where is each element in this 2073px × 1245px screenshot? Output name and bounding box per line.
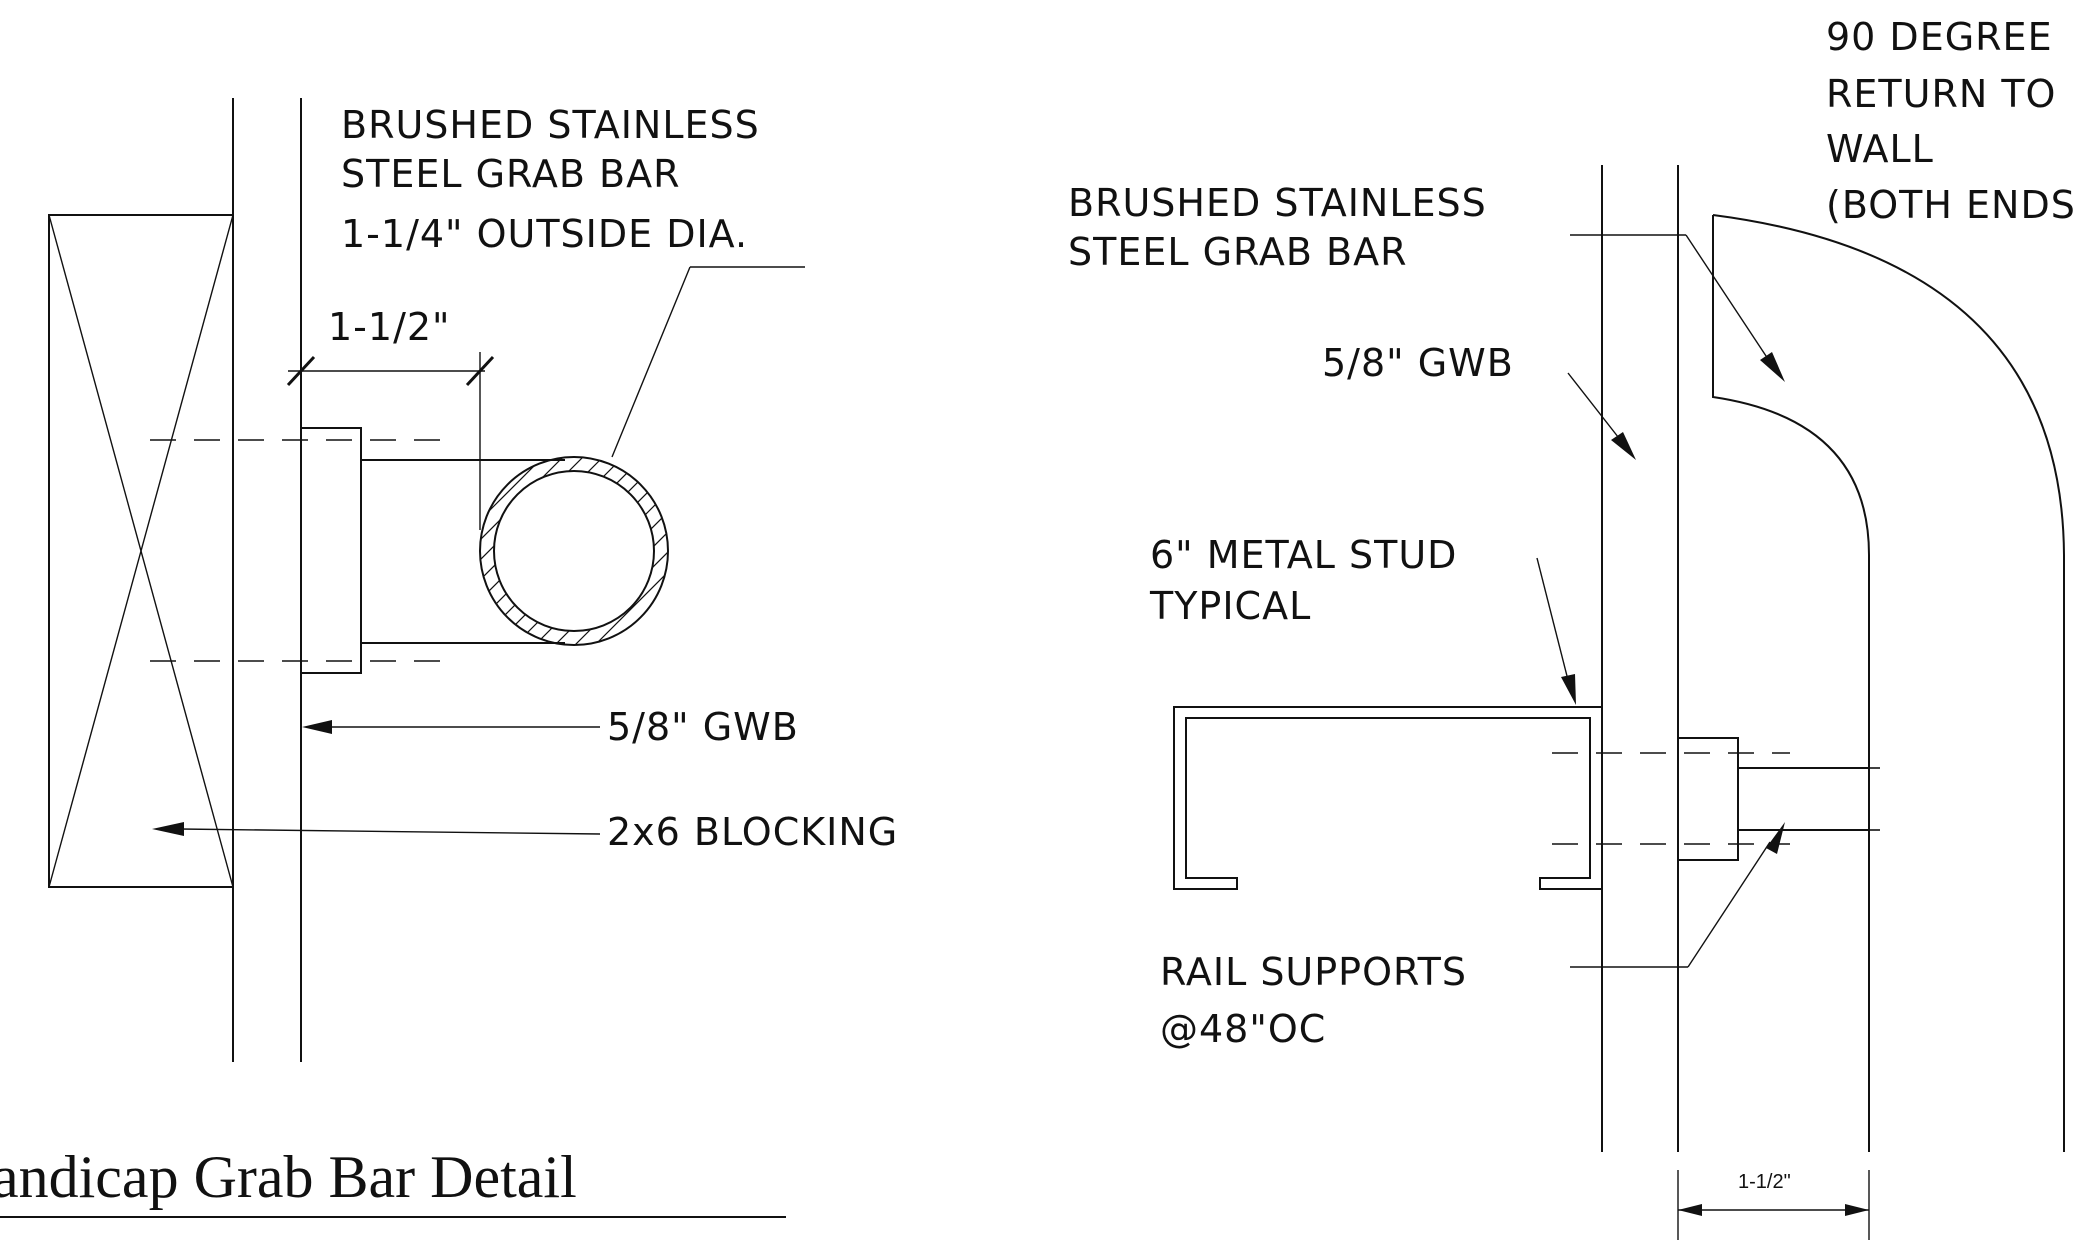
right-gwb-leader — [1567, 372, 1623, 443]
return-note: 90 DEGREE RETURN TO WALL (BOTH ENDS) — [1826, 15, 2073, 227]
right-dimension-label: 1-1/2" — [1738, 1171, 1791, 1193]
right-bar-note-line: BRUSHED STAINLESS — [1068, 181, 1487, 225]
support-arrowhead — [1766, 822, 1785, 854]
left-dimension-label: 1-1/2" — [328, 305, 451, 349]
return-note-line: 90 DEGREE — [1826, 15, 2053, 59]
rail-support-flange — [1677, 737, 1739, 861]
support-leader — [1687, 841, 1771, 968]
left-blocking-note: 2x6 BLOCKING — [607, 810, 898, 854]
bar-leader-line — [611, 266, 691, 458]
stud-note-line: TYPICAL — [1149, 584, 1311, 628]
blocking-leader-line — [179, 828, 601, 835]
right-bar-note-line: STEEL GRAB BAR — [1068, 230, 1408, 274]
bar-return-inner — [1712, 214, 2065, 1152]
right-bar-note: BRUSHED STAINLESS STEEL GRAB BAR — [1068, 181, 1500, 274]
stud-note-line: 6" METAL STUD — [1150, 533, 1457, 577]
support-note: RAIL SUPPORTS @48"OC — [1160, 950, 1480, 1051]
support-note-line: RAIL SUPPORTS — [1160, 950, 1467, 994]
left-section-detail: 1-1/2" BRUSHED STAINLESS STEEL GRAB BAR … — [48, 98, 898, 1062]
left-bar-note-line: STEEL GRAB BAR — [341, 152, 681, 196]
blocking-arrowhead — [152, 822, 184, 836]
dimension-tick — [465, 355, 495, 387]
left-gwb-note: 5/8" GWB — [607, 705, 799, 749]
detail-title: andicap Grab Bar Detail — [0, 1144, 577, 1210]
right-dimension-arrowhead — [1678, 1204, 1702, 1216]
left-bar-note: BRUSHED STAINLESS STEEL GRAB BAR 1-1/4" … — [341, 103, 773, 256]
gwb-arrowhead — [302, 720, 332, 734]
tube-inner — [493, 470, 655, 632]
blocking-x-line — [48, 214, 234, 888]
dimension-tick — [286, 355, 316, 387]
return-note-line: WALL — [1826, 127, 1934, 171]
stud-arrowhead — [1561, 674, 1576, 705]
right-bar-arrowhead — [1760, 352, 1785, 382]
return-note-line: RETURN TO — [1826, 72, 2056, 116]
right-bar-leader — [1685, 234, 1771, 363]
return-note-line: (BOTH ENDS) — [1826, 183, 2073, 227]
right-gwb-note: 5/8" GWB — [1322, 341, 1514, 385]
right-gwb-arrowhead — [1611, 432, 1636, 460]
stud-leader — [1536, 557, 1569, 681]
right-dimension-arrowhead — [1845, 1204, 1869, 1216]
metal-stud — [1173, 706, 1603, 890]
tube-hatch — [480, 457, 668, 645]
bar-return-outer — [1712, 215, 1870, 1152]
bar-flange — [300, 427, 362, 674]
right-plan-detail: BRUSHED STAINLESS STEEL GRAB BAR 90 DEGR… — [1068, 15, 2073, 1240]
left-bar-note-line: BRUSHED STAINLESS — [341, 103, 760, 147]
tube-outer — [479, 456, 669, 646]
stud-note: 6" METAL STUD TYPICAL — [1149, 533, 1471, 628]
support-note-line: @48"OC — [1160, 1007, 1326, 1051]
detail-title-block: andicap Grab Bar Detail — [0, 1144, 786, 1218]
left-bar-note-line: 1-1/4" OUTSIDE DIA. — [341, 212, 748, 256]
